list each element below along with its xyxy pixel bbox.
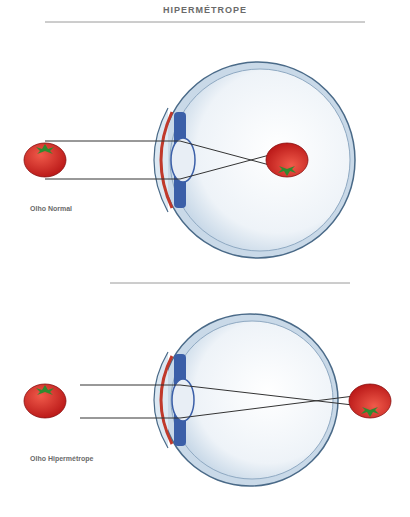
- hyperopic-eye: [24, 314, 391, 486]
- eye-caption: Olho Hipermétrope: [30, 455, 93, 462]
- normal-eye: [24, 62, 355, 258]
- eye-caption: Olho Normal: [30, 205, 72, 212]
- separator: [110, 283, 350, 284]
- diagram-title: HIPERMÉTROPE: [0, 5, 410, 15]
- rule: [45, 22, 365, 23]
